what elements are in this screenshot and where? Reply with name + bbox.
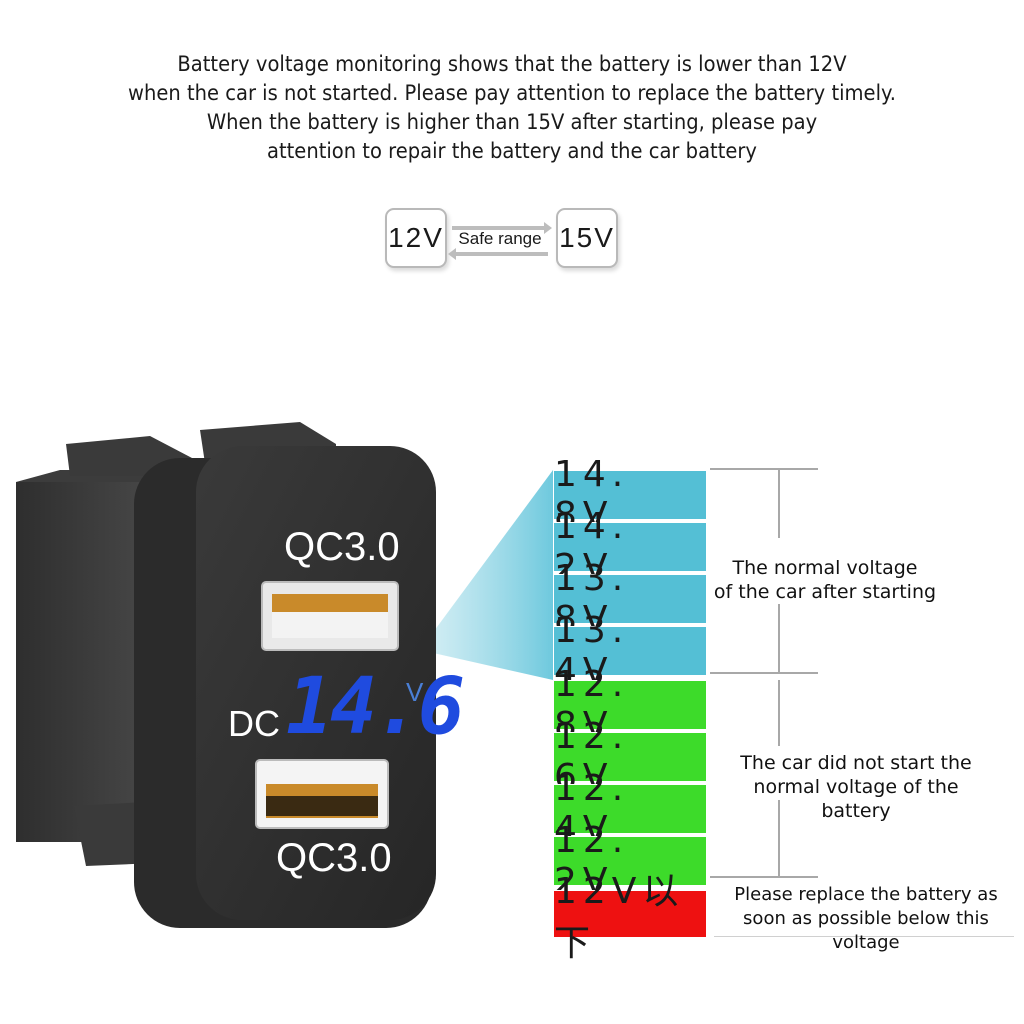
scale-cell-value: 12V以下: [554, 871, 685, 964]
scale-cell-low: 12V以下: [553, 871, 707, 964]
note-line: normal voltage of the battery: [753, 776, 959, 822]
scale-cell-value: 12. 8V: [554, 664, 630, 746]
bracket-line: [778, 800, 780, 876]
voltage-display: 14.6: [286, 662, 465, 752]
range-high-box: 15V: [556, 208, 618, 268]
bracket-line: [710, 468, 818, 470]
scale-cell: 14. 8V: [553, 454, 707, 536]
note-replace: Please replace the battery as soon as po…: [710, 883, 1022, 955]
bracket-line: [714, 936, 1014, 937]
intro-text: Battery voltage monitoring shows that th…: [36, 50, 988, 166]
range-label: Safe range: [458, 229, 542, 248]
device-body-illustration: [16, 422, 553, 928]
scale-cell: 12. 6V: [553, 716, 707, 798]
bracket-line: [778, 680, 780, 746]
intro-line: Battery voltage monitoring shows that th…: [177, 52, 847, 76]
usb-voltmeter-device: QC3.0 DC 14.6 V QC3.0: [0, 0, 553, 1024]
double-arrow-icon: [448, 222, 552, 260]
intro-line: When the battery is higher than 15V afte…: [206, 110, 818, 134]
bracket-line: [710, 672, 818, 674]
bracket-line: [710, 876, 818, 878]
scale-cell: 14. 2V: [553, 506, 707, 588]
note-line: The normal voltage: [732, 557, 918, 579]
bracket-line: [778, 470, 780, 538]
scale-cell: 12. 8V: [553, 664, 707, 746]
note-after-start: The normal voltage of the car after star…: [712, 556, 938, 604]
range-high-value: 15V: [559, 222, 615, 253]
note-line: The car did not start the: [740, 752, 972, 774]
range-low-value: 12V: [388, 222, 444, 253]
display-unit: V: [406, 677, 424, 707]
scale-cell: 12. 4V: [553, 768, 707, 850]
range-low-box: 12V: [385, 208, 447, 268]
intro-line: when the car is not started. Please pay …: [128, 81, 896, 105]
bracket-line: [778, 604, 780, 674]
scale-cell: 12. 2V: [553, 820, 707, 902]
note-line: soon as possible below this voltage: [743, 908, 989, 953]
scale-cell-value: 14. 8V: [554, 454, 630, 536]
bottom-port-label: QC3.0: [276, 836, 392, 880]
intro-line: attention to repair the battery and the …: [267, 139, 757, 163]
top-port-label: QC3.0: [284, 525, 400, 569]
dc-label: DC: [228, 703, 280, 744]
note-line: Please replace the battery as: [734, 884, 998, 905]
note-not-started: The car did not start the normal voltage…: [720, 751, 992, 823]
note-line: of the car after starting: [713, 581, 937, 603]
